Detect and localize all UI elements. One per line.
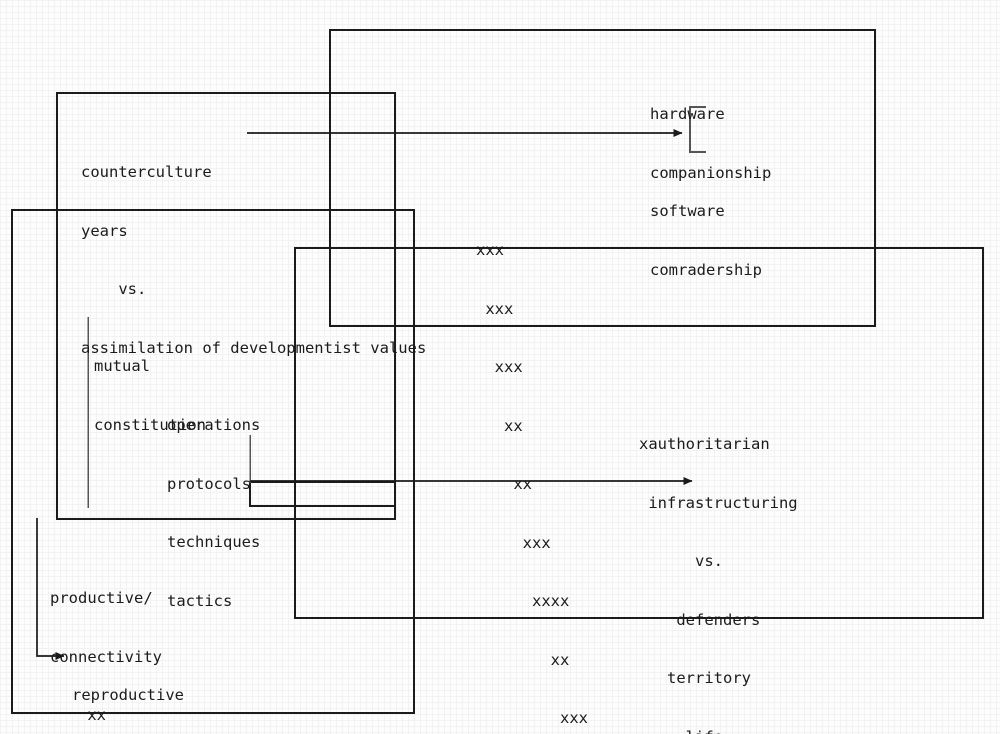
- productive-line-2: connectivity: [50, 647, 162, 666]
- authoritarian-line-5: territory: [639, 669, 751, 687]
- staircase-line-3: xxx: [476, 358, 523, 376]
- mutual-line-1: mutual: [94, 357, 150, 375]
- productive-line-3: xx: [50, 706, 106, 724]
- authoritarian-line-1: xauthoritarian: [639, 435, 770, 453]
- software-line-1: software: [650, 202, 725, 220]
- text-reproductive-block: reproductive networking: [72, 647, 184, 734]
- staircase-line-5: xx: [476, 475, 532, 493]
- operations-line-3: techniques: [167, 533, 261, 551]
- operations-line-1: operations: [167, 416, 261, 434]
- staircase-line-4: xx: [476, 416, 523, 435]
- staircase-line-2: xxx: [476, 299, 514, 318]
- productive-line-1: productive/: [50, 589, 153, 607]
- text-software-block: software comradership: [650, 163, 762, 319]
- authoritarian-line-4: defenders: [639, 610, 761, 629]
- text-hardware-block: hardware companionship: [650, 66, 771, 222]
- text-staircase-block: xxx xxx xxx xx xx xxx xxxx xx xxx xx: [476, 202, 588, 734]
- operations-line-4: tactics: [167, 591, 233, 610]
- staircase-line-1: xxx: [476, 241, 504, 259]
- text-mutual-block: mutual constitution: [94, 318, 206, 474]
- authoritarian-line-2: infrastructuring: [639, 493, 798, 512]
- rect-inner-small: [249, 481, 396, 507]
- text-authoritarian-block: xauthoritarian infrastructuring vs. defe…: [639, 396, 835, 734]
- hardware-line-1: hardware: [650, 105, 725, 123]
- counterculture-line-4: assimilation of developmentist values: [81, 338, 427, 357]
- bracket-hardware-software: [689, 106, 706, 153]
- counterculture-line-3: vs.: [81, 280, 147, 298]
- hardware-line-2: companionship: [650, 163, 772, 182]
- text-productive-block: productive/ connectivity xx xx xx: [50, 550, 162, 734]
- staircase-line-7: xxxx: [476, 592, 570, 610]
- operations-line-2: protocols: [167, 474, 251, 493]
- mutual-line-2: constitution: [94, 415, 206, 434]
- staircase-line-8: xx: [476, 650, 570, 669]
- rect-counterculture: [56, 92, 396, 520]
- software-line-2: comradership: [650, 260, 762, 279]
- counterculture-line-2: years: [81, 221, 128, 240]
- rect-big-right: [294, 247, 984, 619]
- text-counterculture-block: counterculture years vs. assimilation of…: [81, 124, 426, 397]
- authoritarian-line-3: vs.: [639, 552, 723, 570]
- staircase-line-9: xxx: [476, 709, 588, 727]
- rect-top-right: [329, 29, 876, 327]
- text-operations-block: operations protocols techniques tactics: [167, 377, 260, 650]
- arrow-connectivity-to-reproductive: [36, 518, 65, 660]
- rect-left-tall: [11, 209, 415, 714]
- reproductive-line-1: reproductive: [72, 686, 184, 704]
- staircase-line-6: xxx: [476, 533, 551, 552]
- counterculture-line-1: counterculture: [81, 163, 212, 181]
- authoritarian-line-6: life: [639, 728, 835, 734]
